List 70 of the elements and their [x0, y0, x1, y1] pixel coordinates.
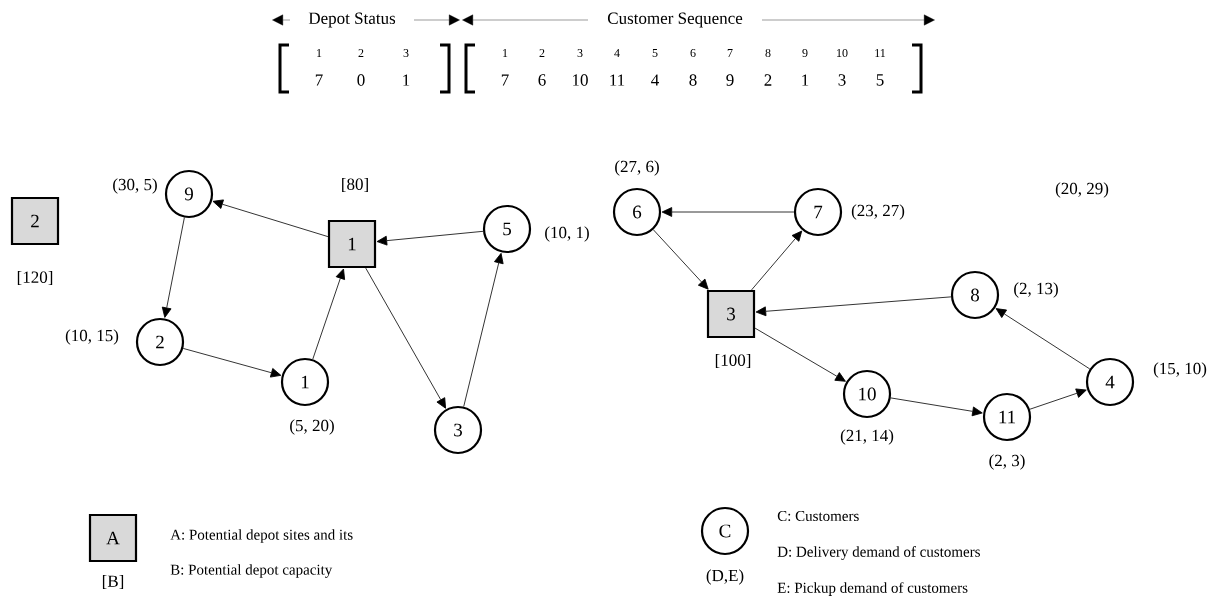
demand-label: (10, 15) — [65, 329, 119, 345]
sequence-value: 5 — [876, 74, 884, 86]
status-value: 7 — [315, 74, 323, 86]
arrow — [661, 207, 795, 217]
sequence-value: 1 — [802, 74, 809, 86]
demand-label: (21, 14) — [840, 429, 894, 445]
arrow — [890, 397, 983, 417]
capacity-label: [120] — [17, 270, 53, 286]
sequence-value: 3 — [838, 74, 846, 86]
arrow — [161, 217, 185, 318]
legend-text: C: Customers — [777, 510, 859, 522]
legend-text: B: Potential depot capacity — [170, 564, 333, 578]
depot-box: 3 — [706, 289, 756, 339]
demand-label: (D,E) — [706, 569, 744, 585]
status-value: 1 — [403, 74, 410, 86]
status-value: 0 — [357, 74, 365, 86]
sequence-value: 8 — [689, 74, 697, 86]
sequence-value: 4 — [651, 74, 659, 86]
index-number: 3 — [577, 48, 583, 58]
arrow — [652, 229, 709, 290]
arrow — [1029, 388, 1087, 410]
depot-box: A — [88, 513, 138, 563]
arrow — [376, 230, 484, 246]
sequence-value: 6 — [538, 74, 546, 86]
arrow — [182, 348, 282, 378]
sequence-value: 11 — [610, 74, 625, 86]
header-label: Depot Status — [306, 10, 398, 30]
demand-label: (2, 3) — [989, 454, 1025, 470]
demand-label: (27, 6) — [615, 160, 659, 176]
demand-label: (30, 5) — [113, 178, 157, 194]
demand-label: (15, 10) — [1153, 362, 1207, 378]
depot-box: 2 — [10, 196, 60, 246]
arrow — [312, 268, 346, 360]
arrow — [463, 252, 504, 407]
index-number: 4 — [614, 49, 620, 57]
demand-label: (10, 1) — [545, 226, 589, 242]
index-number: 1 — [317, 49, 322, 57]
arrow — [754, 327, 846, 382]
index-number: 9 — [802, 48, 808, 58]
arrow — [995, 308, 1091, 370]
demand-label: (5, 20) — [290, 419, 334, 435]
index-number: 10 — [837, 48, 848, 58]
coordinate-label: (20, 29) — [1055, 182, 1109, 198]
capacity-label: [100] — [715, 353, 751, 369]
arrow — [212, 199, 329, 237]
arrow — [751, 230, 803, 291]
sequence-value: 9 — [726, 74, 734, 86]
index-number: 6 — [690, 48, 696, 58]
index-number: 2 — [358, 49, 364, 57]
header-label: Customer Sequence — [605, 10, 745, 30]
index-number: 5 — [652, 49, 658, 57]
legend-text: D: Delivery demand of customers — [777, 546, 980, 560]
index-number: 11 — [875, 49, 886, 57]
sequence-value: 7 — [501, 74, 509, 86]
capacity-label: [80] — [342, 177, 368, 193]
arrow — [755, 296, 952, 317]
capacity-label: [B] — [102, 574, 124, 590]
sequence-value: 2 — [764, 74, 772, 86]
depot-box: 1 — [327, 219, 377, 269]
demand-label: (23, 27) — [851, 204, 905, 220]
index-number: 1 — [503, 49, 508, 57]
sequence-value: 10 — [573, 74, 588, 86]
arrow — [365, 267, 446, 409]
index-number: 7 — [727, 49, 733, 57]
index-number: 2 — [539, 49, 545, 57]
index-number: 8 — [765, 48, 771, 58]
demand-label: (2, 13) — [1014, 282, 1058, 298]
index-number: 3 — [403, 48, 409, 58]
legend-text: E: Pickup demand of customers — [777, 582, 968, 596]
legend-text: A: Potential depot sites and its — [170, 529, 353, 543]
